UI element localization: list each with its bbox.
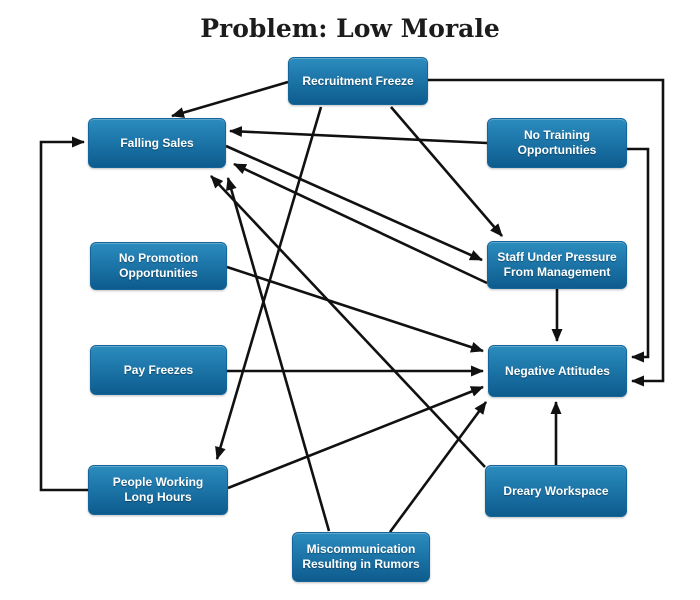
diagram-title: Problem: Low Morale — [200, 14, 500, 43]
edge-staff-pressure-to-falling-sales — [233, 162, 488, 285]
node-recruitment-freeze: Recruitment Freeze — [288, 57, 428, 105]
node-no-training: No Training Opportunities — [487, 118, 627, 168]
edge-people-long-hours-to-negative-attitudes — [227, 385, 484, 490]
edge-no-training-to-falling-sales — [229, 126, 488, 145]
edge-miscommunication-to-negative-attitudes — [388, 401, 488, 533]
node-pay-freezes: Pay Freezes — [90, 345, 227, 395]
edge-recruitment-freeze-to-falling-sales — [171, 80, 289, 118]
edge-recruitment-freeze-to-people-long-hours — [215, 106, 323, 460]
node-negative-attitudes: Negative Attitudes — [488, 345, 627, 397]
node-miscommunication: Miscommunication Resulting in Rumors — [292, 532, 430, 582]
edge-recruitment-freeze-to-staff-pressure — [390, 106, 503, 237]
edge-no-promotion-to-negative-attitudes — [226, 265, 484, 353]
node-no-promotion: No Promotion Opportunities — [90, 242, 227, 290]
node-falling-sales: Falling Sales — [88, 118, 226, 168]
node-dreary-workspace: Dreary Workspace — [485, 465, 627, 517]
node-staff-pressure: Staff Under Pressure From Management — [487, 241, 627, 289]
arrows — [39, 78, 665, 533]
edge-dreary-workspace-to-falling-sales — [210, 175, 486, 468]
edge-people-long-hours-to-falling-sales — [39, 136, 88, 492]
node-people-long-hours: People Working Long Hours — [88, 465, 228, 515]
edge-no-training-to-negative-attitudes — [627, 147, 650, 363]
edge-miscommunication-to-falling-sales — [226, 177, 331, 532]
edge-recruitment-freeze-to-negative-attitudes — [428, 78, 665, 387]
edge-falling-sales-to-staff-pressure — [225, 144, 483, 262]
